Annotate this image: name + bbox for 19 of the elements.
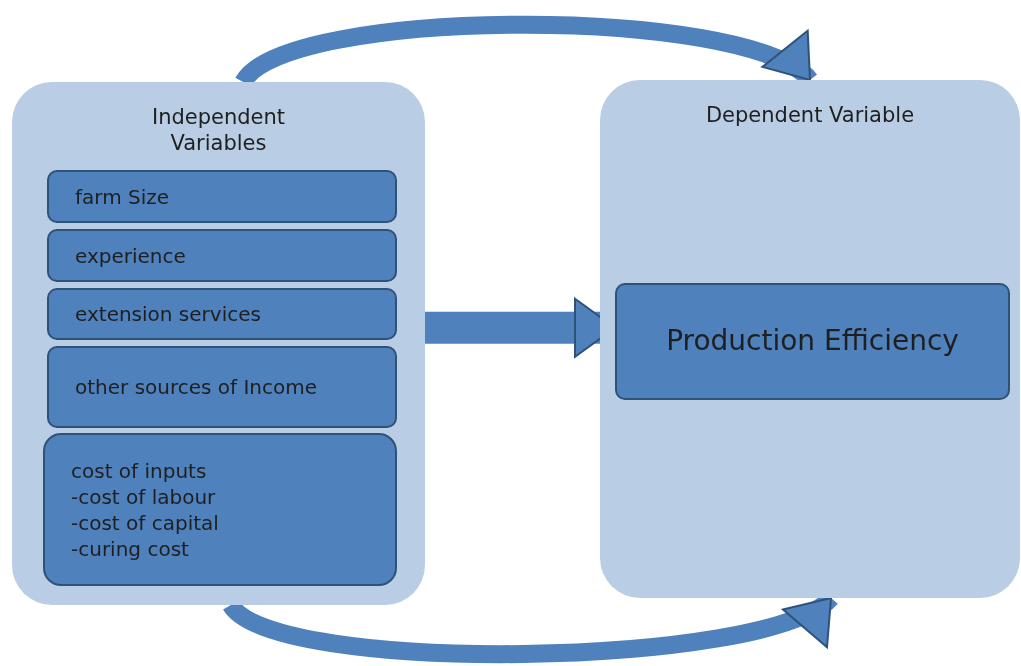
variable-label: cost of inputs <box>71 457 207 484</box>
variable-box <box>47 229 397 282</box>
variable-box <box>615 283 1010 400</box>
variable-label: farm Size <box>75 183 170 210</box>
variable-box <box>47 288 397 340</box>
variable-label: other sources of Income <box>75 374 318 400</box>
panel-heading: Dependent Variable <box>704 102 916 129</box>
variable-panel <box>12 82 425 605</box>
variable-box <box>47 170 397 223</box>
variable-label: extension services <box>75 301 261 327</box>
variable-box <box>47 346 397 428</box>
variable-label: -cost of capital <box>71 509 219 536</box>
variable-label: -curing cost <box>71 535 189 562</box>
variable-label: Production Efficiency <box>666 323 959 360</box>
variable-label: -cost of labour <box>71 483 216 510</box>
panel-heading: Independent Variables <box>150 104 287 157</box>
variable-label: experience <box>75 242 186 269</box>
variable-box <box>43 433 397 586</box>
variable-panel <box>600 80 1020 598</box>
